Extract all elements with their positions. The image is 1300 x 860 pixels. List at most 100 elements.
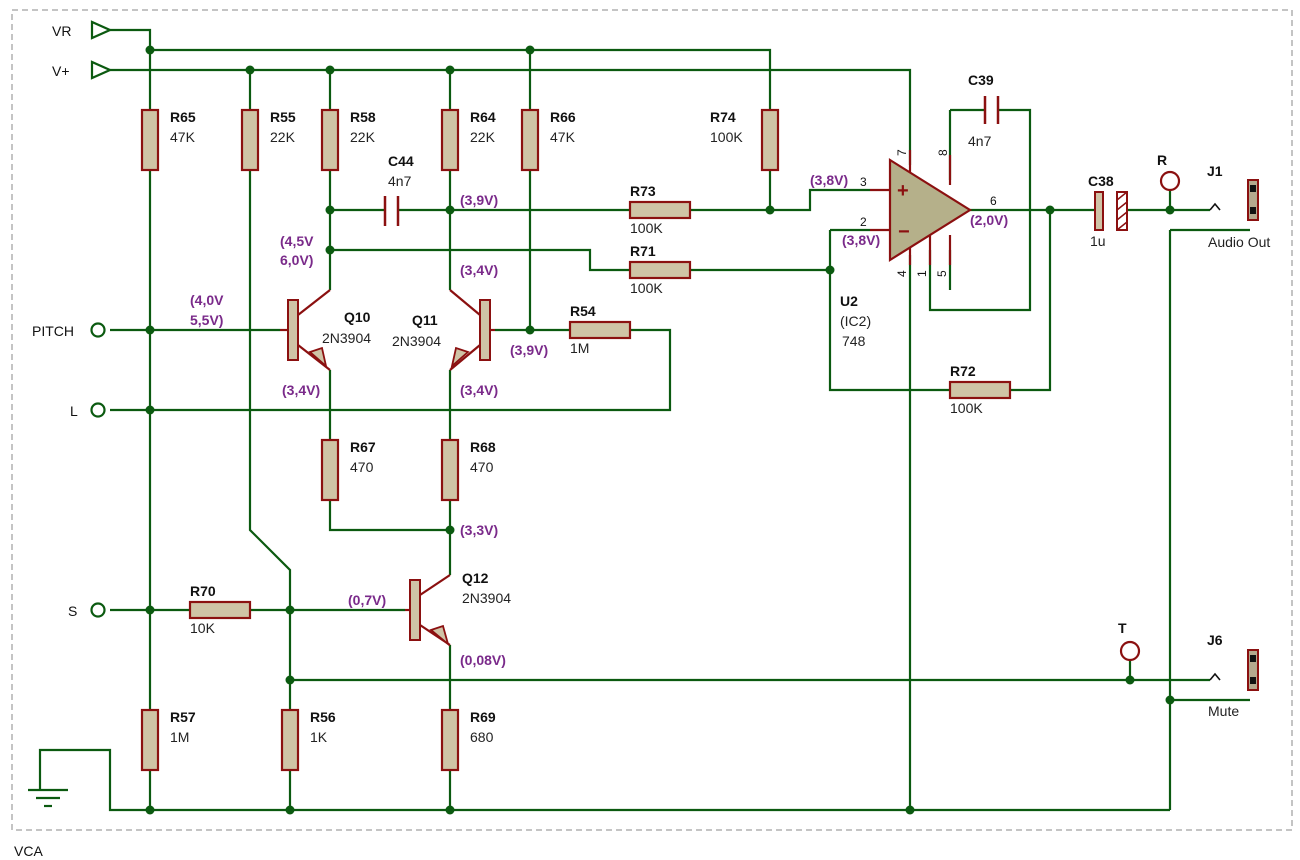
r55-ref: R55 [270,109,296,125]
resistor-r54: R54 1M [568,303,632,356]
capacitor-c39: C39 4n7 [968,72,1000,149]
q11-part: 2N3904 [392,333,441,349]
capacitor-c44: C44 4n7 [383,153,414,226]
r56-ref: R56 [310,709,336,725]
v-q12-base: (0,7V) [348,592,386,608]
r64-ref: R64 [470,109,496,125]
net-label-r: R [1157,152,1167,168]
l-terminal [90,402,106,418]
q10-ref: Q10 [344,309,371,325]
r58-ref: R58 [350,109,376,125]
r70-ref: R70 [190,583,216,599]
junction-dots [145,45,1175,815]
opamp-u2: + − 7 8 3 2 6 4 1 5 U2 (IC2) 748 [840,149,997,349]
v-q11-emitter: (3,4V) [460,382,498,398]
r69-value: 680 [470,729,494,745]
u2-ref: U2 [840,293,858,309]
r-testpoint [1159,170,1181,192]
c44-ref: C44 [388,153,414,169]
r66-value: 47K [550,129,576,145]
j6-ref: J6 [1207,632,1223,648]
v-q10-collector-2: 6,0V) [280,252,313,268]
schematic-frame [11,9,1293,831]
v-q12-collector: (3,3V) [460,522,498,538]
r65-ref: R65 [170,109,196,125]
jacks: J1 Audio Out J6 Mute [1207,163,1270,719]
capacitors: C44 4n7 C39 4n7 C38 1u [383,72,1128,249]
r66-ref: R66 [550,109,576,125]
v-q10-base-2: 5,5V) [190,312,223,328]
r54-ref: R54 [570,303,596,319]
r57-ref: R57 [170,709,196,725]
pin-5: 5 [935,270,949,277]
v-q10-emitter: (3,4V) [282,382,320,398]
j1-ref: J1 [1207,163,1223,179]
net-label-vplus: V+ [52,63,70,79]
vplus-arrow-icon [90,60,113,80]
jack-j1: J1 Audio Out [1207,163,1270,250]
pin-6: 6 [990,194,997,208]
j6-label: Mute [1208,703,1239,719]
q10-part: 2N3904 [322,330,371,346]
resistor-r71: R71 100K [628,243,692,296]
pin-4: 4 [895,270,909,277]
r73-value: 100K [630,220,663,236]
r73-ref: R73 [630,183,656,199]
opamp-plus-sign: + [897,180,909,202]
net-label-vr: VR [52,23,71,39]
v-q11-base: (3,9V) [510,342,548,358]
r74-ref: R74 [710,109,736,125]
r71-ref: R71 [630,243,656,259]
capacitor-c38: C38 1u [1088,173,1128,249]
v-opamp-out: (2,0V) [970,212,1008,228]
v-c44-right: (3,9V) [460,192,498,208]
pin-8: 8 [936,149,950,156]
v-q10-base-1: (4,0V [190,292,224,308]
r64-value: 22K [470,129,496,145]
transistors: Q10 2N3904 Q11 2N3904 Q12 2N3904 [280,289,511,647]
c38-value: 1u [1090,233,1106,249]
opamp-minus-sign: − [898,221,910,243]
r67-ref: R67 [350,439,376,455]
c38-ref: C38 [1088,173,1114,189]
r65-value: 47K [170,129,196,145]
q11-ref: Q11 [412,312,438,328]
v-q11-collector: (3,4V) [460,262,498,278]
c44-value: 4n7 [388,173,412,189]
resistor-r70: R70 10K [188,583,252,636]
r67-value: 470 [350,459,374,475]
v-opamp-plus: (3,8V) [810,172,848,188]
t-testpoint [1119,640,1141,662]
v-q12-emitter: (0,08V) [460,652,506,668]
r54-value: 1M [570,340,589,356]
pin-3: 3 [860,175,867,189]
q12-ref: Q12 [462,570,489,586]
net-label-s: S [68,603,77,619]
v-q10-collector-1: (4,5V [280,233,314,249]
j1-label: Audio Out [1208,234,1270,250]
wires [28,28,1250,812]
vr-arrow-icon [90,20,113,40]
footer-title: VCA [14,843,43,859]
s-terminal [90,602,106,618]
c39-value: 4n7 [968,133,992,149]
r72-value: 100K [950,400,983,416]
pin-7: 7 [895,149,909,156]
r68-ref: R68 [470,439,496,455]
r70-value: 10K [190,620,216,636]
transistor-q11: Q11 2N3904 [392,289,495,371]
q12-part: 2N3904 [462,590,511,606]
r71-value: 100K [630,280,663,296]
resistors: R6547KR5522KR5822KR6422KR6647KR74100KR73… [140,108,1012,772]
c39-ref: C39 [968,72,994,88]
pitch-terminal [90,322,106,338]
